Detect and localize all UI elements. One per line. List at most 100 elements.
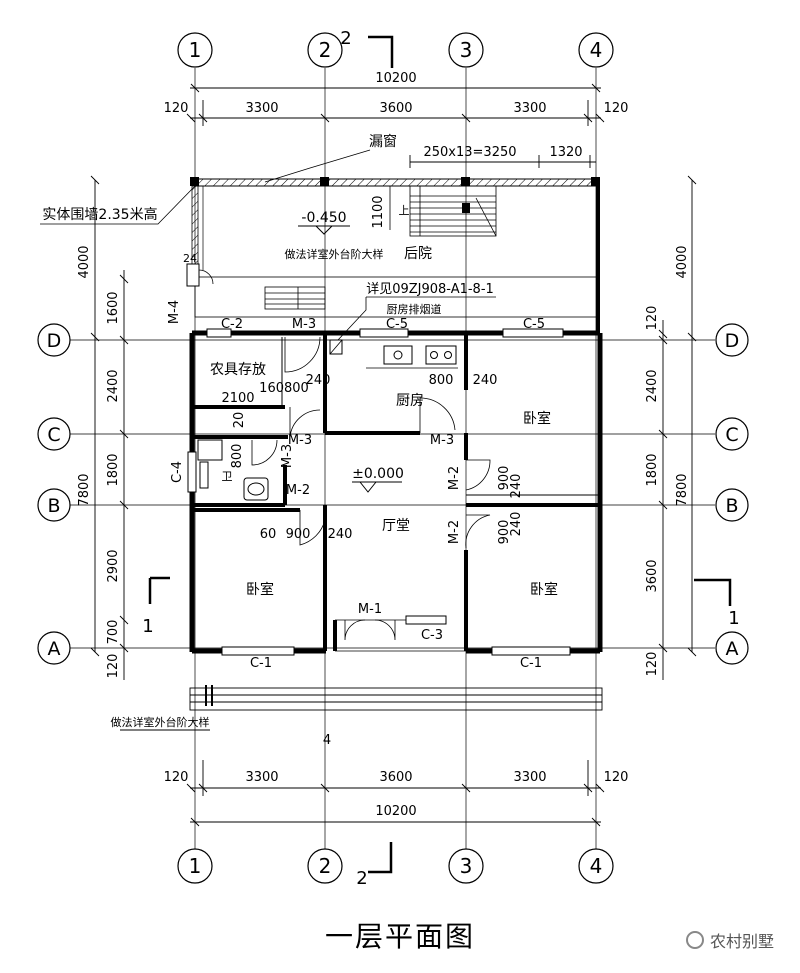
dim-stair-spec: 250x13=3250 xyxy=(423,145,516,160)
leak-window-leader xyxy=(264,149,371,183)
toilet-fixture xyxy=(243,477,269,501)
left-dimensions xyxy=(90,175,129,680)
wall-note-leader xyxy=(40,185,196,225)
doors xyxy=(251,336,491,641)
dim-left-7800: 7800 xyxy=(77,473,92,506)
label-m3-storage: M-3 xyxy=(288,433,312,448)
elevation-yard: -0.450 xyxy=(301,210,346,226)
grid-row-d-right: D xyxy=(715,323,749,357)
backyard-steps-lower xyxy=(194,276,598,318)
grid-col-1-bottom: 1 xyxy=(177,848,213,884)
dim-bottom-span-2: 3600 xyxy=(379,770,412,785)
bottom-mark: 4 xyxy=(323,733,331,748)
dim-right-120-top: 120 xyxy=(645,306,660,331)
dim-inner-800-kitchen: 800 xyxy=(429,373,454,388)
dim-bottom-edge-right: 120 xyxy=(604,770,629,785)
step-note-back: 做法详室外台阶大样 xyxy=(285,247,384,261)
dim-inner-2100: 2100 xyxy=(221,391,254,406)
dim-top-edge-left: 120 xyxy=(164,101,189,116)
dim-left-700: 700 xyxy=(106,620,121,645)
dim-inner-240d: 240 xyxy=(509,512,524,537)
svg-text:C: C xyxy=(725,424,738,446)
backyard-stair xyxy=(409,185,497,237)
grid-col-4-top: 4 xyxy=(578,32,614,68)
toilet-bowl xyxy=(247,482,265,496)
fence-post-3 xyxy=(461,177,470,186)
svg-text:4: 4 xyxy=(590,38,603,62)
dim-inner-240a: 240 xyxy=(306,373,331,388)
top-dimensions xyxy=(186,83,605,126)
section-mark-right xyxy=(694,578,732,606)
dim-right-120-bottom: 120 xyxy=(645,652,660,677)
svg-text:2: 2 xyxy=(319,38,332,62)
dim-left-120: 120 xyxy=(106,654,121,679)
section-mark-top-label: 2 xyxy=(340,28,351,49)
section-mark-left xyxy=(148,576,170,604)
grid-row-a-right: A xyxy=(715,631,749,665)
dim-left-2900: 2900 xyxy=(106,549,121,582)
dim-bottom-span-1: 3300 xyxy=(245,770,278,785)
svg-text:A: A xyxy=(726,638,739,660)
dim-h1100: 1100 xyxy=(371,195,386,228)
toilet-partition xyxy=(197,439,223,461)
room-storage: 农具存放 xyxy=(210,362,266,378)
dim-bottom-edge-left: 120 xyxy=(164,770,189,785)
dim-right-7800: 7800 xyxy=(675,473,690,506)
section-mark-left-label: 1 xyxy=(142,616,153,637)
label-m3-kitchen: M-3 xyxy=(430,433,454,448)
dim-right-2400: 2400 xyxy=(645,369,660,402)
dim-inner-60: 60 xyxy=(260,527,277,542)
svg-text:2: 2 xyxy=(319,854,332,878)
label-c3: C-3 xyxy=(421,628,443,643)
svg-text:D: D xyxy=(725,330,740,352)
fence-post-2 xyxy=(320,177,329,186)
grid-col-4-bottom: 4 xyxy=(578,848,614,884)
grid-row-c-left: C xyxy=(37,417,71,451)
svg-text:3: 3 xyxy=(460,38,473,62)
svg-text:1: 1 xyxy=(189,38,202,62)
section-mark-top xyxy=(368,35,394,68)
room-toilet: 卫 xyxy=(222,470,233,483)
dim-inner-160800: 160800 xyxy=(259,381,309,396)
watermark-text: 农村别墅 xyxy=(709,932,774,951)
dim-right-1800: 1800 xyxy=(645,453,660,486)
fence-post-1 xyxy=(190,177,199,186)
grid-col-2-top: 2 xyxy=(307,32,343,68)
svg-text:B: B xyxy=(47,495,60,517)
label-c5-left: C-5 xyxy=(386,317,408,332)
leak-window-label: 漏窗 xyxy=(369,133,397,150)
dim-top-span-2: 3600 xyxy=(379,101,412,116)
dim-top-span-1: 3300 xyxy=(245,101,278,116)
label-m1: M-1 xyxy=(358,602,382,617)
label-m3-toilet: M-3 xyxy=(280,444,295,468)
drawing-title: 一层平面图 xyxy=(324,920,475,953)
svg-text:D: D xyxy=(47,330,62,352)
elevation-hall: ±0.000 xyxy=(352,466,404,482)
dim-stair-side: 1320 xyxy=(549,145,582,160)
dim-inner-800-toilet: 800 xyxy=(230,444,245,469)
dim-bottom-total: 10200 xyxy=(375,804,416,819)
grid-col-1-top: 1 xyxy=(177,32,213,68)
label-m2-right-top: M-2 xyxy=(447,466,462,490)
dim-inner-900-upper: 900 xyxy=(497,466,512,491)
label-m4: M-4 xyxy=(167,300,182,324)
grid-row-d-left: D xyxy=(37,323,71,357)
dim-left-4000: 4000 xyxy=(77,245,92,278)
backyard-fence xyxy=(194,178,598,187)
backyard-label: 后院 xyxy=(404,246,432,262)
detail-reference: 详见09ZJ908-A1-8-1 xyxy=(366,282,494,297)
svg-text:4: 4 xyxy=(590,854,603,878)
grid-row-c-right: C xyxy=(715,417,749,451)
svg-text:C: C xyxy=(47,424,60,446)
step-note-front: 做法详室外台阶大样 xyxy=(111,715,210,729)
stair-up-label: 上 xyxy=(399,204,410,217)
dim-d24-mark: 24 xyxy=(183,252,197,265)
grid-col-3-top: 3 xyxy=(448,32,484,68)
dim-bottom-span-3: 3300 xyxy=(513,770,546,785)
wall-note: 实体围墙2.35米高 xyxy=(42,206,157,223)
dim-inner-900-left: 900 xyxy=(286,527,311,542)
toilet-cabinet xyxy=(199,461,209,489)
dim-inner-240e: 240 xyxy=(328,527,353,542)
grid-col-3-bottom: 3 xyxy=(448,848,484,884)
svg-text:3: 3 xyxy=(460,854,473,878)
